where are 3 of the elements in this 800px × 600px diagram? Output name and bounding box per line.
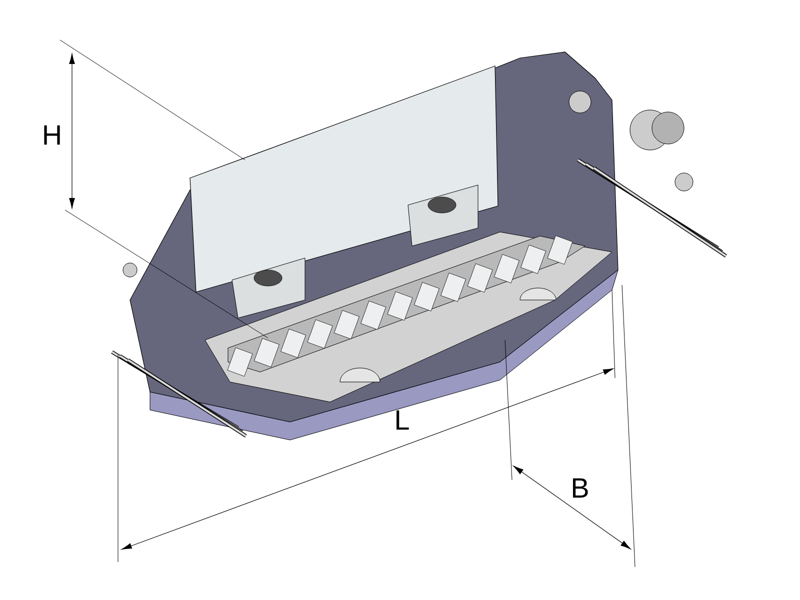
dimension-label: H <box>44 125 60 145</box>
dimension-label: L <box>396 410 409 430</box>
dimension-label: B <box>572 478 588 498</box>
